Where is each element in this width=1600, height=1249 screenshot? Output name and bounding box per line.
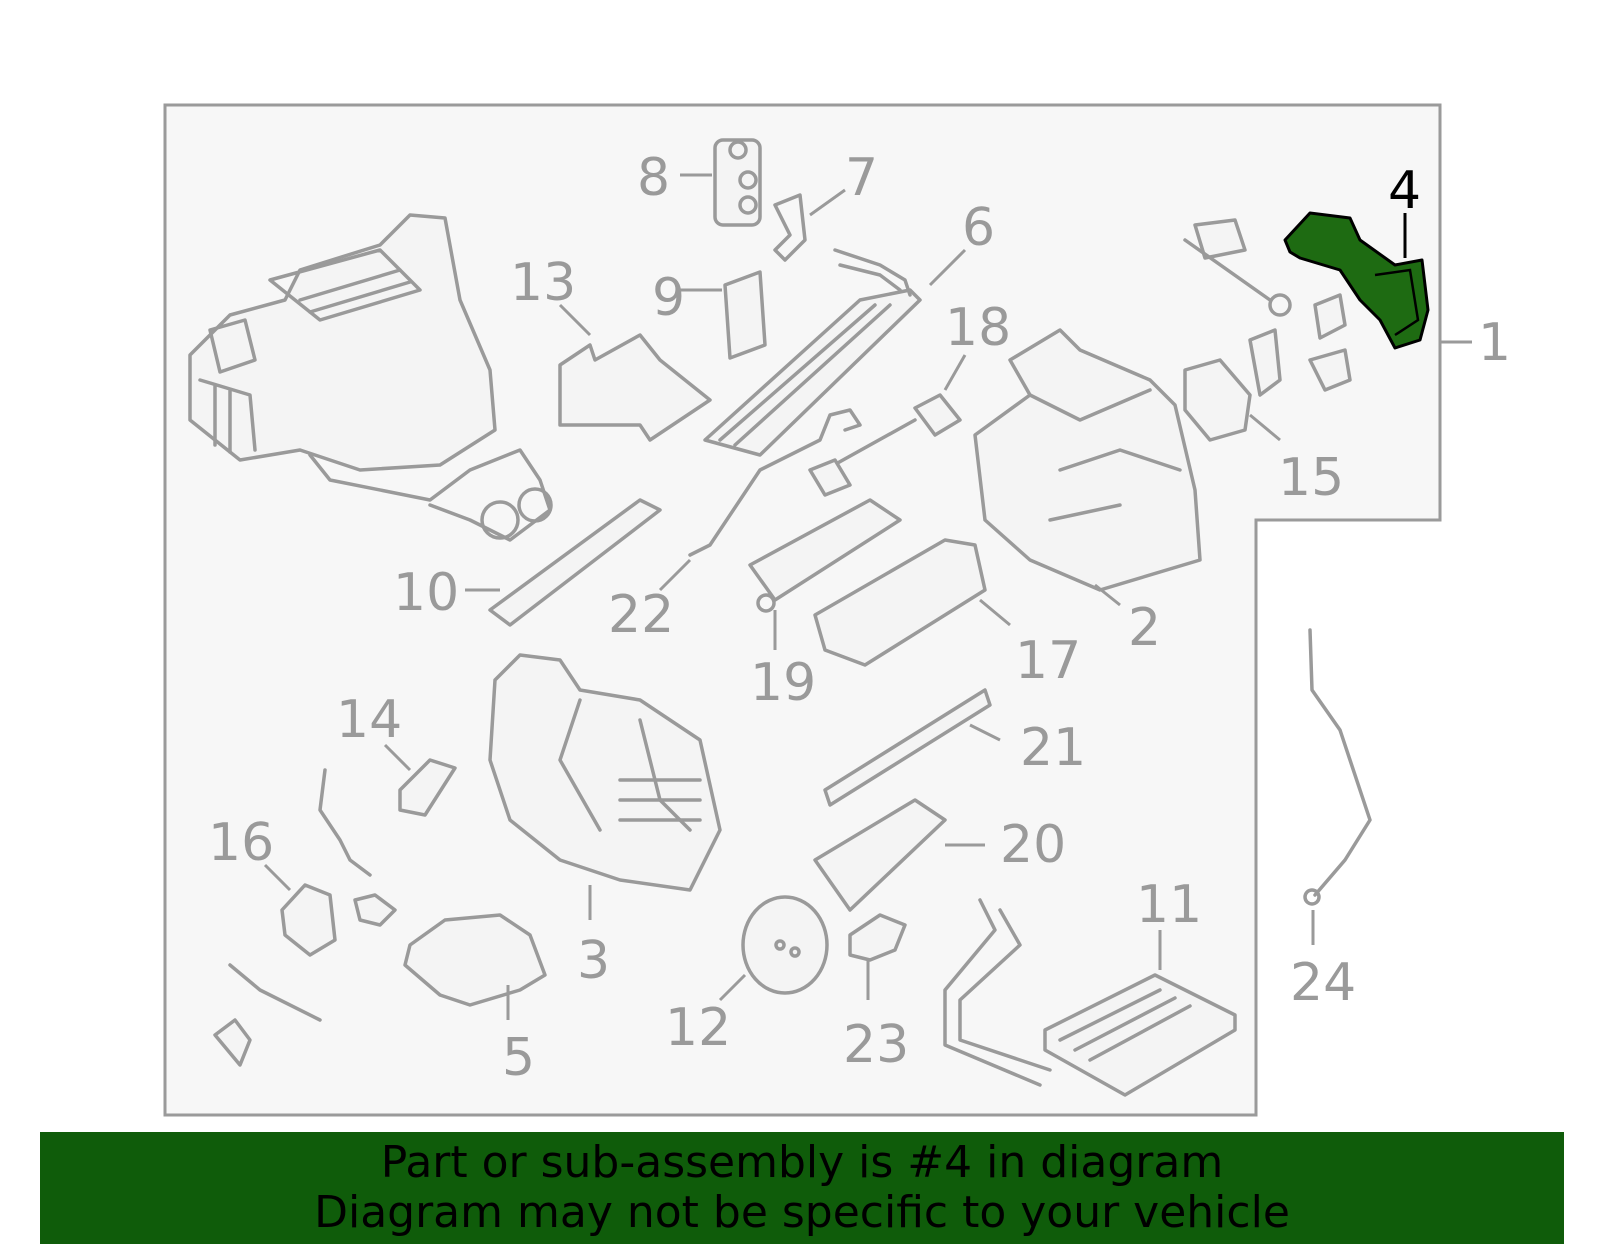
callout-3: 3 — [577, 931, 610, 991]
callout-16: 16 — [208, 813, 274, 873]
part-16 — [280, 883, 337, 957]
callout-17: 17 — [1015, 631, 1081, 691]
callout-23: 23 — [843, 1015, 909, 1075]
part-14 — [398, 758, 457, 817]
part-20 — [813, 798, 947, 912]
callout-4: 4 — [1388, 161, 1421, 221]
callout-7: 7 — [845, 148, 878, 208]
callout-20: 20 — [1000, 815, 1066, 875]
part-small-clip — [353, 893, 397, 927]
part-3 — [488, 653, 722, 892]
part-9 — [723, 270, 767, 360]
part-strip — [228, 963, 322, 1022]
part-7 — [773, 193, 807, 262]
callout-1: 1 — [1478, 313, 1511, 373]
part-8 — [713, 138, 762, 227]
part-24 — [1308, 628, 1372, 897]
callout-18: 18 — [945, 298, 1011, 358]
callout-22: 22 — [608, 585, 674, 645]
part-19-grommet — [756, 593, 776, 613]
part-6 — [703, 248, 922, 457]
part-23 — [848, 913, 907, 962]
part-hose-left — [318, 768, 372, 877]
part-15 — [1183, 358, 1252, 442]
info-banner: Part or sub-assembly is #4 in diagram Di… — [40, 1132, 1564, 1244]
callout-15: 15 — [1278, 448, 1344, 508]
callout-12: 12 — [665, 998, 731, 1058]
part-24-end — [1303, 888, 1321, 906]
callout-2: 2 — [1128, 598, 1161, 658]
callout-14: 14 — [336, 690, 402, 750]
part-5 — [403, 913, 547, 1007]
part-small-bracket — [213, 1018, 252, 1067]
part-21 — [823, 688, 992, 807]
callout-8: 8 — [637, 148, 670, 208]
part-12 — [741, 895, 829, 995]
part-19 — [748, 498, 902, 602]
part-10 — [488, 498, 662, 627]
banner-part-text: Part or sub-assembly is #4 in diagram — [380, 1137, 1224, 1188]
part-hvac-case-upper — [188, 213, 553, 542]
callout-19: 19 — [750, 653, 816, 713]
part-22 — [688, 408, 862, 557]
part-13 — [558, 333, 712, 442]
callout-21: 21 — [1020, 718, 1086, 778]
callout-13: 13 — [510, 253, 576, 313]
part-connectors — [1183, 218, 1352, 397]
callout-10: 10 — [393, 563, 459, 623]
part-4-highlighted — [1283, 211, 1430, 350]
banner-disclaimer-text: Diagram may not be specific to your vehi… — [314, 1187, 1290, 1238]
part-18 — [808, 393, 962, 497]
callout-24: 24 — [1290, 953, 1356, 1013]
callout-11: 11 — [1136, 875, 1202, 935]
callout-9: 9 — [652, 268, 685, 328]
part-17 — [813, 538, 987, 667]
part-11 — [943, 898, 1237, 1097]
callout-6: 6 — [962, 198, 995, 258]
leaders — [263, 173, 1315, 1020]
callout-5: 5 — [502, 1028, 535, 1088]
part-2 — [973, 328, 1202, 592]
